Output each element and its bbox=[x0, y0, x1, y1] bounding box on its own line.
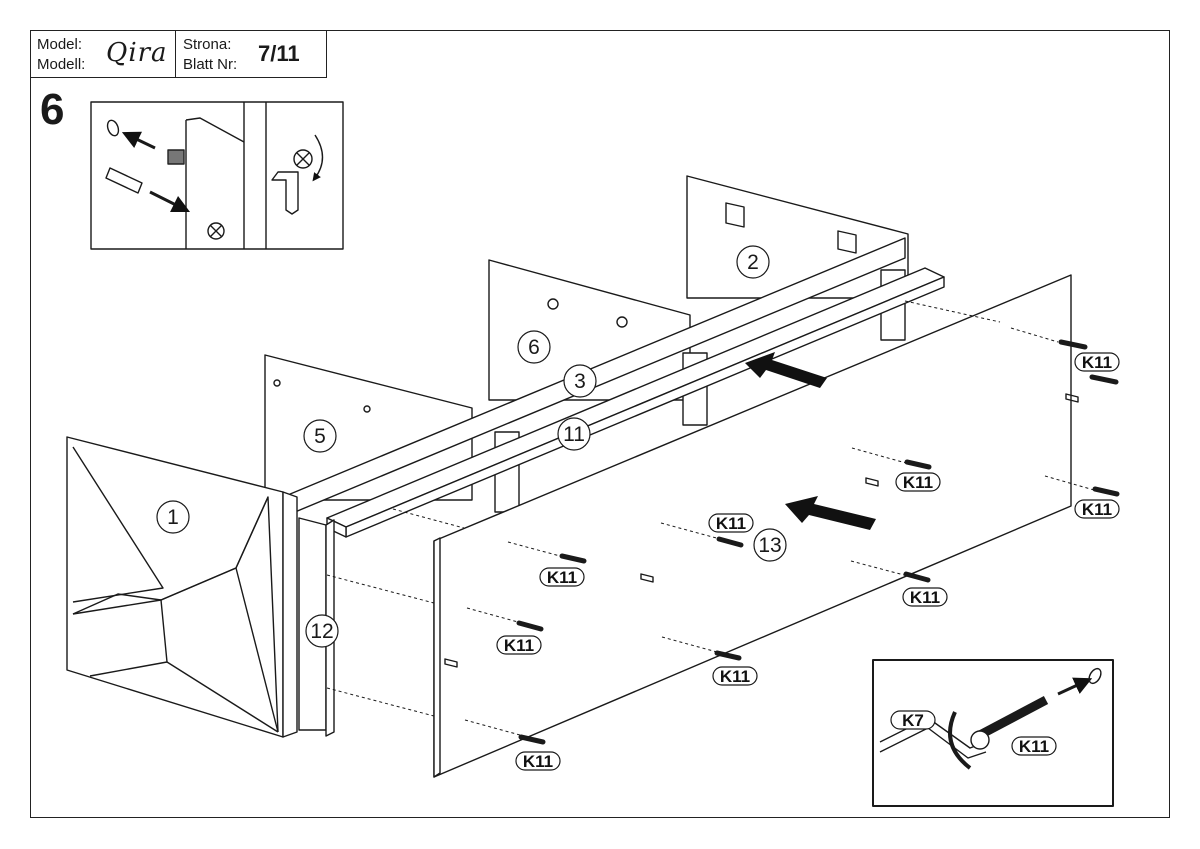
callout-11: 11 bbox=[557, 417, 591, 451]
direction-arrows bbox=[745, 352, 876, 530]
svg-text:K11: K11 bbox=[720, 667, 750, 686]
svg-text:6: 6 bbox=[528, 336, 540, 359]
callout-2: 2 bbox=[736, 245, 770, 279]
step-number: 6 bbox=[40, 85, 65, 134]
label-k11: K11 bbox=[515, 751, 561, 771]
panel-2 bbox=[686, 175, 909, 299]
svg-text:13: 13 bbox=[758, 534, 781, 557]
callout-13: 13 bbox=[753, 528, 787, 562]
screws-k11 bbox=[516, 339, 1120, 745]
callout-5: 5 bbox=[303, 419, 337, 453]
label-k7: K7 bbox=[890, 710, 936, 730]
panel-1 bbox=[66, 436, 298, 738]
svg-text:2: 2 bbox=[747, 251, 759, 274]
model-name: Qira bbox=[106, 38, 168, 68]
label-k11: K11 bbox=[895, 472, 941, 492]
detail-inset-dowel bbox=[90, 101, 344, 250]
page-cell: Strona: Blatt Nr: 7/11 bbox=[176, 30, 326, 77]
label-k11: K11 bbox=[539, 567, 585, 587]
modell-label: Modell: bbox=[37, 56, 86, 73]
svg-text:3: 3 bbox=[574, 370, 586, 393]
svg-text:5: 5 bbox=[314, 425, 326, 448]
label-k11: K11 bbox=[902, 587, 948, 607]
svg-text:K11: K11 bbox=[903, 473, 933, 492]
label-k11: K11 bbox=[1011, 736, 1057, 756]
label-k11: K11 bbox=[708, 513, 754, 533]
svg-text:1: 1 bbox=[167, 506, 179, 529]
model-label: Model: bbox=[37, 36, 83, 53]
label-k11: K11 bbox=[1074, 352, 1120, 372]
svg-text:K7: K7 bbox=[902, 711, 924, 730]
page-number: 7/11 bbox=[258, 41, 300, 66]
rail-3 bbox=[326, 267, 945, 538]
label-k11: K11 bbox=[1074, 499, 1120, 519]
callout-3: 3 bbox=[563, 364, 597, 398]
svg-text:K11: K11 bbox=[547, 568, 577, 587]
detail-inset-screw bbox=[872, 659, 1114, 807]
page-label-de: Blatt Nr: bbox=[183, 56, 238, 73]
svg-text:K11: K11 bbox=[523, 752, 553, 771]
alignment-lines bbox=[326, 300, 1095, 736]
callout-12: 12 bbox=[305, 614, 339, 648]
panel-5 bbox=[264, 354, 473, 501]
page-frame bbox=[30, 30, 1170, 818]
svg-text:12: 12 bbox=[310, 620, 333, 643]
svg-text:K11: K11 bbox=[1019, 737, 1049, 756]
title-block: Model: Modell: Qira Strona: Blatt Nr: 7/… bbox=[30, 30, 327, 78]
callout-6: 6 bbox=[517, 330, 551, 364]
label-k11: K11 bbox=[496, 635, 542, 655]
model-cell: Model: Modell: Qira bbox=[30, 30, 176, 77]
page-label: Strona: bbox=[183, 36, 232, 53]
svg-text:K11: K11 bbox=[716, 514, 746, 533]
label-k11: K11 bbox=[712, 666, 758, 686]
svg-text:K11: K11 bbox=[910, 588, 940, 607]
svg-text:K11: K11 bbox=[504, 636, 534, 655]
dowels bbox=[444, 393, 1079, 668]
svg-text:11: 11 bbox=[563, 423, 585, 446]
callout-1: 1 bbox=[156, 500, 190, 534]
svg-text:K11: K11 bbox=[1082, 500, 1112, 519]
svg-text:K11: K11 bbox=[1082, 353, 1112, 372]
